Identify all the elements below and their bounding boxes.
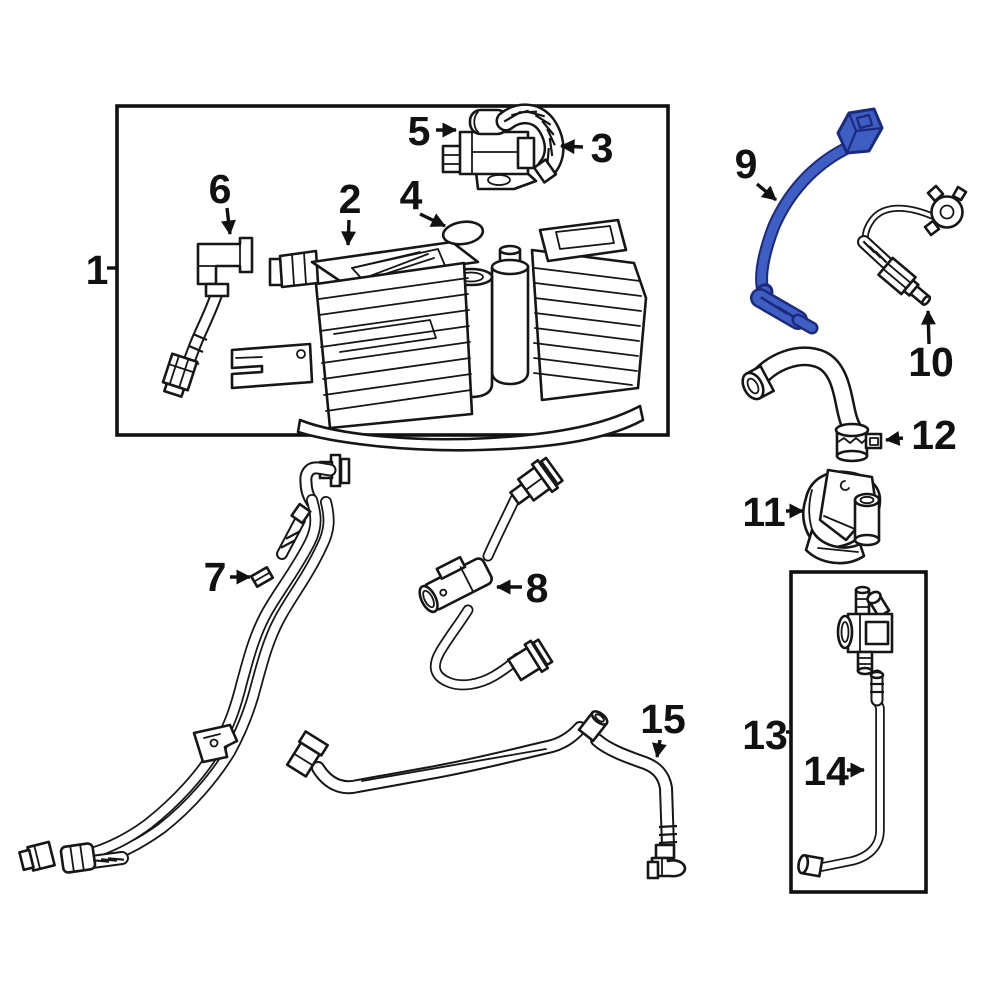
part-8-top-connector (509, 456, 564, 506)
callout-label-2: 2 (339, 176, 362, 222)
callout-arrow-3 (560, 139, 584, 155)
part-15-hose-drawing (285, 710, 687, 880)
part-6-tube-drawing (161, 236, 254, 398)
part-12-elbow-fitting (834, 422, 883, 463)
part-3-hose-drawing (495, 103, 565, 184)
callout-label-3: 3 (591, 125, 614, 171)
part-3-hose-ribs (503, 109, 556, 167)
callout-label-8: 8 (526, 565, 549, 611)
part-11-spout (853, 492, 881, 547)
callouts: 1 2 3 4 5 6 7 8 9 10 11 12 13 14 15 (86, 108, 957, 794)
callout-label-5: 5 (408, 108, 431, 154)
assembly-box-1 (115, 104, 670, 437)
box-13-valve-drawing (836, 585, 894, 676)
part-14-tube-drawing (797, 669, 885, 878)
part-8-mid-sensor (418, 555, 493, 614)
part-15-left-fitting (285, 730, 329, 778)
part-9-connector (836, 107, 884, 155)
part-10-hex-body (877, 256, 932, 306)
part-9-oxygen-sensor-highlighted (750, 107, 884, 335)
part-15-bottom-fitting (646, 843, 687, 880)
callout-label-7: 7 (204, 554, 227, 600)
callout-arrow-10 (920, 310, 936, 345)
callout-label-9: 9 (735, 141, 758, 187)
part-15-apex-fitting (577, 710, 609, 743)
part-8-end-connector (507, 638, 554, 682)
callout-label-10: 10 (908, 339, 954, 385)
part-4-seal-drawing (441, 220, 485, 246)
callout-arrow-12 (885, 430, 904, 446)
part-9-sensor-tip (750, 283, 819, 335)
callout-label-12: 12 (911, 412, 957, 458)
part-2-canister-drawing (230, 218, 648, 452)
part-12-hose-drawing (741, 346, 883, 463)
callout-arrow-9 (755, 182, 778, 202)
part-12-open-end (741, 364, 775, 401)
callout-label-14: 14 (803, 748, 849, 794)
part-7-tube-bundle-drawing (18, 453, 351, 874)
part-14-end-cap (797, 854, 824, 878)
callout-label-4: 4 (400, 172, 423, 218)
callout-label-1: 1 (86, 247, 109, 293)
part-6-end-connector (161, 352, 199, 398)
callout-arrow-2 (341, 219, 357, 246)
callout-label-15: 15 (640, 696, 686, 742)
part-7-clip (249, 566, 275, 588)
part-8-tube-sensor-drawing (418, 456, 564, 691)
callout-arrow-6 (221, 207, 236, 235)
callout-label-11: 11 (742, 489, 785, 535)
callout-arrow-4 (419, 212, 446, 228)
part-10-oxygen-sensor-drawing (857, 184, 968, 306)
part-9-strokes (750, 107, 884, 335)
callout-label-13: 13 (742, 712, 788, 758)
callout-arrow-15 (651, 739, 667, 758)
callout-label-6: 6 (209, 166, 232, 212)
part-11-grommet-drawing (801, 468, 882, 565)
